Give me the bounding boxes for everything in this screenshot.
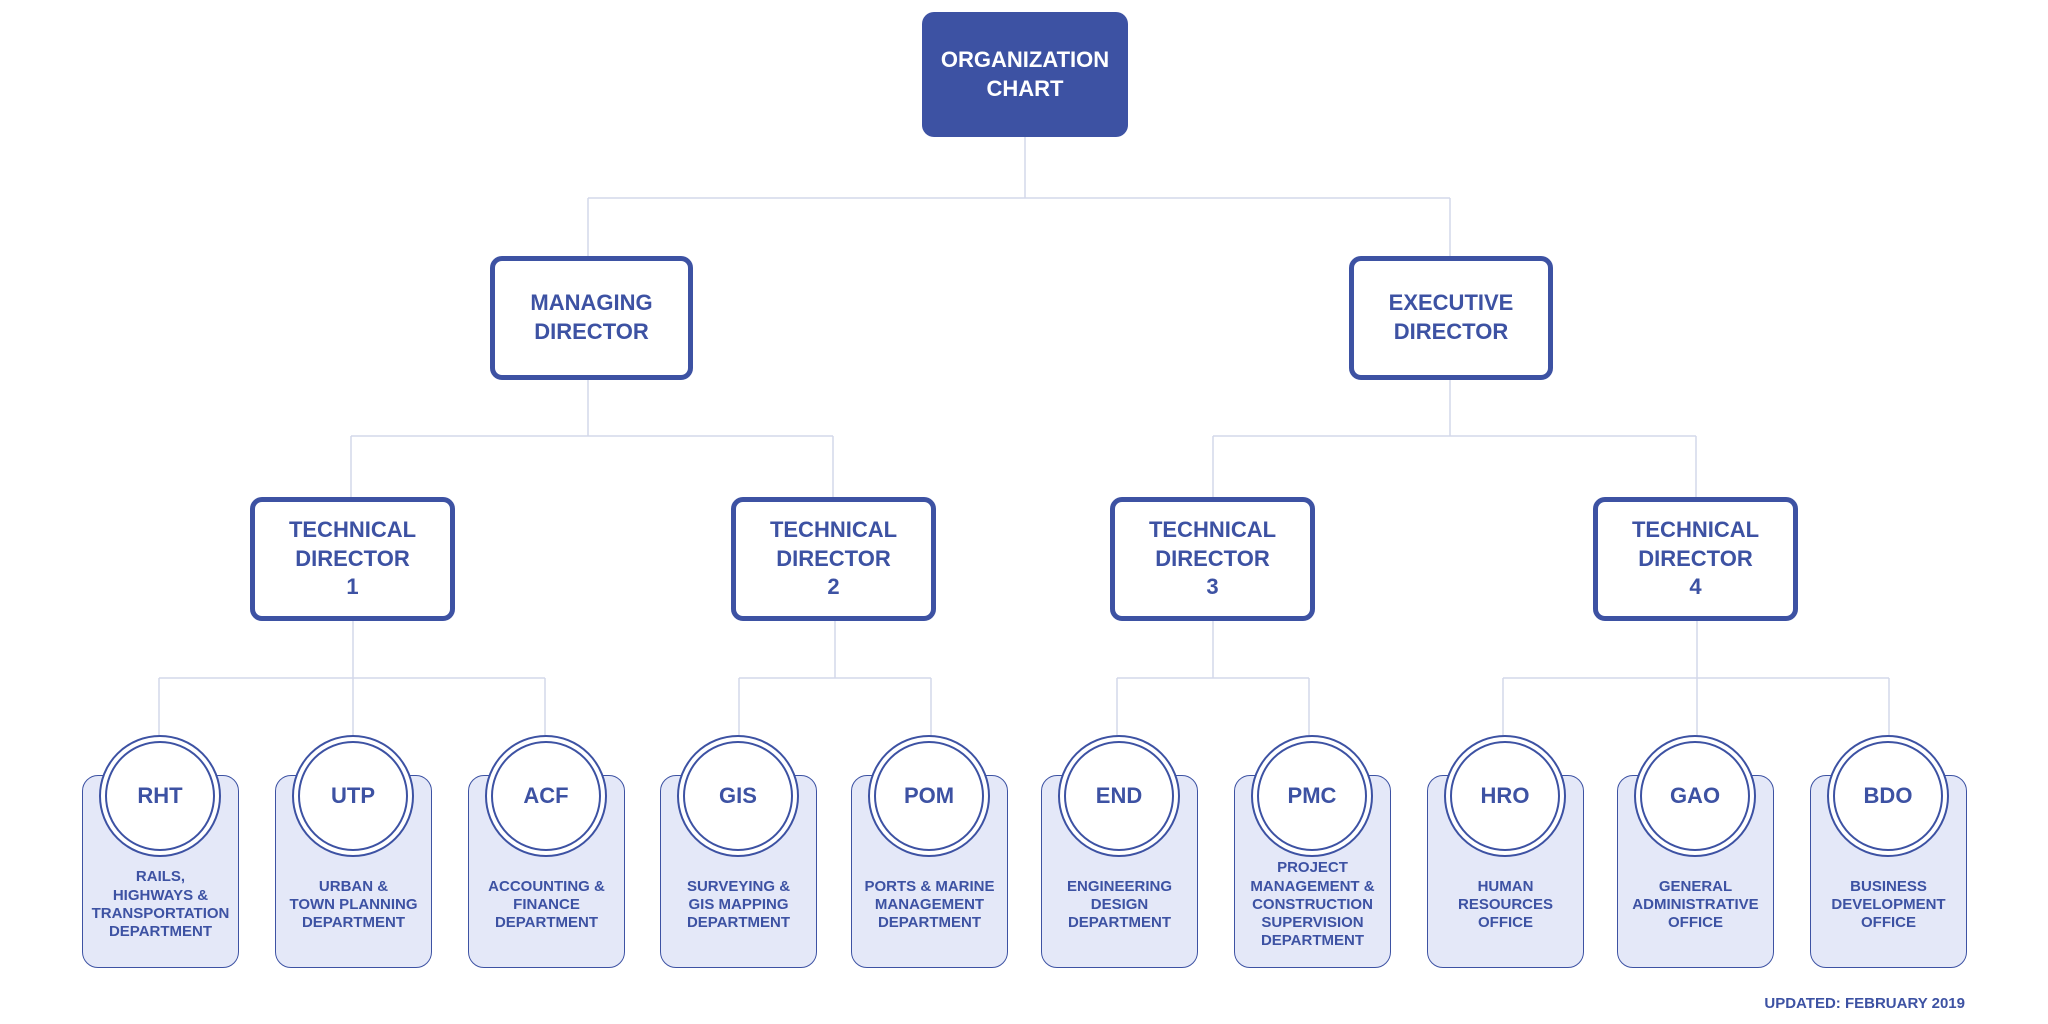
department-name: ACCOUNTING & FINANCE DEPARTMENT xyxy=(488,877,605,932)
connector-td4 xyxy=(1502,620,1890,737)
connector-td1 xyxy=(158,620,546,737)
department-abbr: GIS xyxy=(683,741,793,851)
department-abbr: PMC xyxy=(1257,741,1367,851)
department-abbr: ACF xyxy=(491,741,601,851)
technical-director-4-label: TECHNICAL DIRECTOR 4 xyxy=(1631,517,1760,600)
department-name: HUMAN RESOURCES OFFICE xyxy=(1457,877,1554,932)
technical-director-2-label: TECHNICAL DIRECTOR 2 xyxy=(769,517,898,600)
connector-td2 xyxy=(738,620,932,737)
department-abbr: BDO xyxy=(1833,741,1943,851)
department-name: SURVEYING & GIS MAPPING DEPARTMENT xyxy=(686,877,791,932)
technical-director-1-node: TECHNICAL DIRECTOR 1 xyxy=(250,497,455,621)
managing-director-label: MANAGING DIRECTOR xyxy=(530,290,653,344)
department-abbr: RHT xyxy=(105,741,215,851)
department-badge-utp: UTP xyxy=(292,735,414,857)
connector-root xyxy=(587,137,1451,258)
managing-director-node: MANAGING DIRECTOR xyxy=(490,256,693,380)
department-abbr: UTP xyxy=(298,741,408,851)
department-abbr: HRO xyxy=(1450,741,1560,851)
technical-director-3-node: TECHNICAL DIRECTOR 3 xyxy=(1110,497,1315,621)
department-badge-bdo: BDO xyxy=(1827,735,1949,857)
department-badge-gao: GAO xyxy=(1634,735,1756,857)
department-name: BUSINESS DEVELOPMENT OFFICE xyxy=(1831,877,1946,932)
technical-director-2-node: TECHNICAL DIRECTOR 2 xyxy=(731,497,936,621)
root-label: ORGANIZATION CHART xyxy=(940,46,1110,101)
department-abbr: END xyxy=(1064,741,1174,851)
department-name: URBAN & TOWN PLANNING DEPARTMENT xyxy=(289,877,418,932)
department-abbr: GAO xyxy=(1640,741,1750,851)
technical-director-3-label: TECHNICAL DIRECTOR 3 xyxy=(1148,517,1277,600)
department-badge-pom: POM xyxy=(868,735,990,857)
department-name: PROJECT MANAGEMENT & CONSTRUCTION SUPERV… xyxy=(1250,859,1375,950)
department-name: ENGINEERING DESIGN DEPARTMENT xyxy=(1066,877,1172,932)
updated-date-note: UPDATED: FEBRUARY 2019 xyxy=(1764,995,1965,1012)
technical-director-4-node: TECHNICAL DIRECTOR 4 xyxy=(1593,497,1798,621)
department-badge-rht: RHT xyxy=(99,735,221,857)
root-node: ORGANIZATION CHART xyxy=(922,12,1128,137)
department-name: PORTS & MARINE MANAGEMENT DEPARTMENT xyxy=(864,877,995,932)
connector-td3 xyxy=(1116,620,1310,737)
connector-managing xyxy=(350,380,834,498)
department-abbr: POM xyxy=(874,741,984,851)
department-name: RAILS, HIGHWAYS & TRANSPORTATION DEPARTM… xyxy=(91,868,230,941)
department-badge-gis: GIS xyxy=(677,735,799,857)
department-badge-acf: ACF xyxy=(485,735,607,857)
executive-director-node: EXECUTIVE DIRECTOR xyxy=(1349,256,1553,380)
department-badge-pmc: PMC xyxy=(1251,735,1373,857)
department-name: GENERAL ADMINISTRATIVE OFFICE xyxy=(1632,877,1759,932)
department-badge-end: END xyxy=(1058,735,1180,857)
executive-director-label: EXECUTIVE DIRECTOR xyxy=(1388,290,1514,344)
technical-director-1-label: TECHNICAL DIRECTOR 1 xyxy=(288,517,417,600)
department-badge-hro: HRO xyxy=(1444,735,1566,857)
connector-executive xyxy=(1212,380,1697,498)
